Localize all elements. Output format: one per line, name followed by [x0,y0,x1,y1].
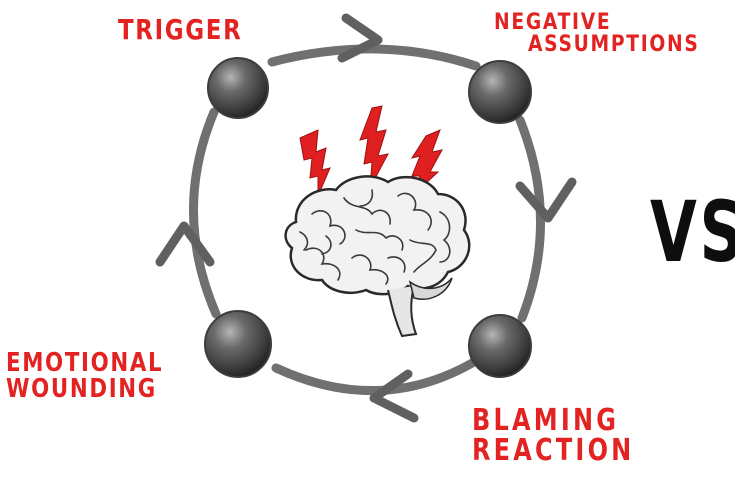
arrowhead-bottom [374,374,414,418]
label-emotional-line2: WOUNDING [6,376,163,402]
node-blaming-reaction [469,315,531,377]
arrowhead-right [520,182,572,218]
arrowhead-left [160,226,210,262]
lightning-bolt-icon [300,130,330,196]
label-blaming-reaction: BLAMING REACTION [472,406,634,466]
arc-negative-to-blaming [520,120,541,318]
node-trigger [208,58,268,118]
label-negative-line1: NEGATIVE [494,12,700,34]
label-trigger-text: TRIGGER [118,16,242,44]
arc-blaming-to-emotional [276,362,474,391]
label-emotional-line1: EMOTIONAL [6,350,163,376]
arc-emotional-to-trigger [193,112,216,314]
node-emotional-wounding [205,311,271,377]
label-blaming-line1: BLAMING [472,406,634,436]
brain-icon [286,176,470,336]
label-blaming-line2: REACTION [472,436,634,466]
arc-trigger-to-negative [272,49,476,66]
node-negative-assumptions [469,61,531,123]
label-emotional-wounding: EMOTIONAL WOUNDING [6,350,163,402]
label-negative-line2: ASSUMPTIONS [494,34,700,56]
versus-text: VS [650,190,735,274]
label-trigger: TRIGGER [118,16,242,44]
label-negative-assumptions: NEGATIVE ASSUMPTIONS [494,12,700,56]
